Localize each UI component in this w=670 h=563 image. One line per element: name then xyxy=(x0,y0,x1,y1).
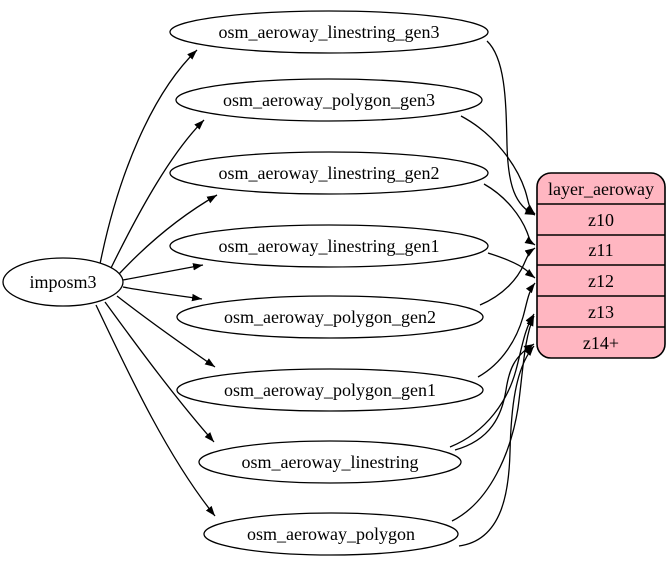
edge-polygon-z14 xyxy=(458,345,535,547)
node-osm-aeroway-linestring-gen3: osm_aeroway_linestring_gen3 xyxy=(169,10,489,54)
edges-from-imposm3 xyxy=(95,49,218,517)
edge-imposm3-polygon xyxy=(95,304,216,517)
linestring-gen1-ellipse xyxy=(169,224,489,268)
edge-imposm3-polygon-gen2 xyxy=(122,286,203,302)
node-osm-aeroway-linestring: osm_aeroway_linestring xyxy=(198,440,462,484)
node-osm-aeroway-polygon: osm_aeroway_polygon xyxy=(203,512,459,556)
edge-imposm3-polygon-gen1 xyxy=(116,295,216,368)
node-osm-aeroway-polygon-gen2: osm_aeroway_polygon_gen2 xyxy=(176,295,484,339)
layer-aeroway-title: layer_aeroway xyxy=(548,179,654,199)
layer-row-z10-label: z10 xyxy=(588,210,614,230)
node-osm-aeroway-linestring-gen2: osm_aeroway_linestring_gen2 xyxy=(169,151,489,195)
polygon-gen2-ellipse xyxy=(176,295,484,339)
polygon-gen3-label: osm_aeroway_polygon_gen3 xyxy=(223,90,435,110)
edge-polygon-z13 xyxy=(451,315,535,522)
node-imposm3: imposm3 xyxy=(2,257,124,307)
edge-linestring-gen3-z10 xyxy=(486,40,536,216)
edge-linestring-z14 xyxy=(454,343,535,451)
edge-polygon-gen1-z12 xyxy=(477,282,536,378)
linestring-gen2-ellipse xyxy=(169,151,489,195)
edge-imposm3-linestring-gen2 xyxy=(118,194,218,275)
imposm3-label: imposm3 xyxy=(29,272,96,292)
layer-row-z12: z12 xyxy=(588,271,614,291)
linestring-label: osm_aeroway_linestring xyxy=(242,452,419,472)
edge-imposm3-linestring xyxy=(104,301,215,443)
node-osm-aeroway-linestring-gen1: osm_aeroway_linestring_gen1 xyxy=(169,224,489,268)
imposm3-ellipse xyxy=(2,257,124,307)
edge-imposm3-polygon-gen3 xyxy=(110,119,205,269)
linestring-gen1-label: osm_aeroway_linestring_gen1 xyxy=(219,236,440,256)
polygon-gen3-ellipse xyxy=(175,78,483,122)
polygon-label: osm_aeroway_polygon xyxy=(247,524,415,544)
linestring-gen3-ellipse xyxy=(169,10,489,54)
layer-row-z14plus-label: z14+ xyxy=(583,333,619,353)
node-layer-aeroway: layer_aeroway z10 z11 z12 z13 z14+ xyxy=(536,172,666,359)
linestring-gen3-label: osm_aeroway_linestring_gen3 xyxy=(219,22,440,42)
polygon-gen1-ellipse xyxy=(176,368,484,412)
edge-linestring-gen2-z11 xyxy=(483,183,536,246)
polygon-gen1-label: osm_aeroway_polygon_gen1 xyxy=(224,380,436,400)
edge-polygon-gen2-z11 xyxy=(479,247,536,306)
node-osm-aeroway-polygon-gen1: osm_aeroway_polygon_gen1 xyxy=(176,368,484,412)
edge-imposm3-linestring-gen1 xyxy=(122,263,204,281)
layer-row-z14plus: z14+ xyxy=(583,333,619,353)
layer-row-z13-label: z13 xyxy=(588,302,614,322)
node-osm-aeroway-polygon-gen3: osm_aeroway_polygon_gen3 xyxy=(175,78,483,122)
edge-linestring-z13 xyxy=(449,313,535,448)
edge-linestring-gen1-z12 xyxy=(487,252,536,279)
edge-imposm3-linestring-gen3 xyxy=(99,49,198,265)
layer-row-z11-label: z11 xyxy=(588,240,613,260)
polygon-ellipse xyxy=(203,512,459,556)
layer-row-z10: z10 xyxy=(588,210,614,230)
polygon-gen2-label: osm_aeroway_polygon_gen2 xyxy=(224,307,436,327)
layer-row-z11: z11 xyxy=(588,240,613,260)
edges-to-layer xyxy=(449,40,536,547)
layer-row-z12-label: z12 xyxy=(588,271,614,291)
linestring-ellipse xyxy=(198,440,462,484)
edge-polygon-gen3-z10 xyxy=(460,115,536,215)
layer-row-z13: z13 xyxy=(588,302,614,322)
linestring-gen2-label: osm_aeroway_linestring_gen2 xyxy=(219,163,440,183)
